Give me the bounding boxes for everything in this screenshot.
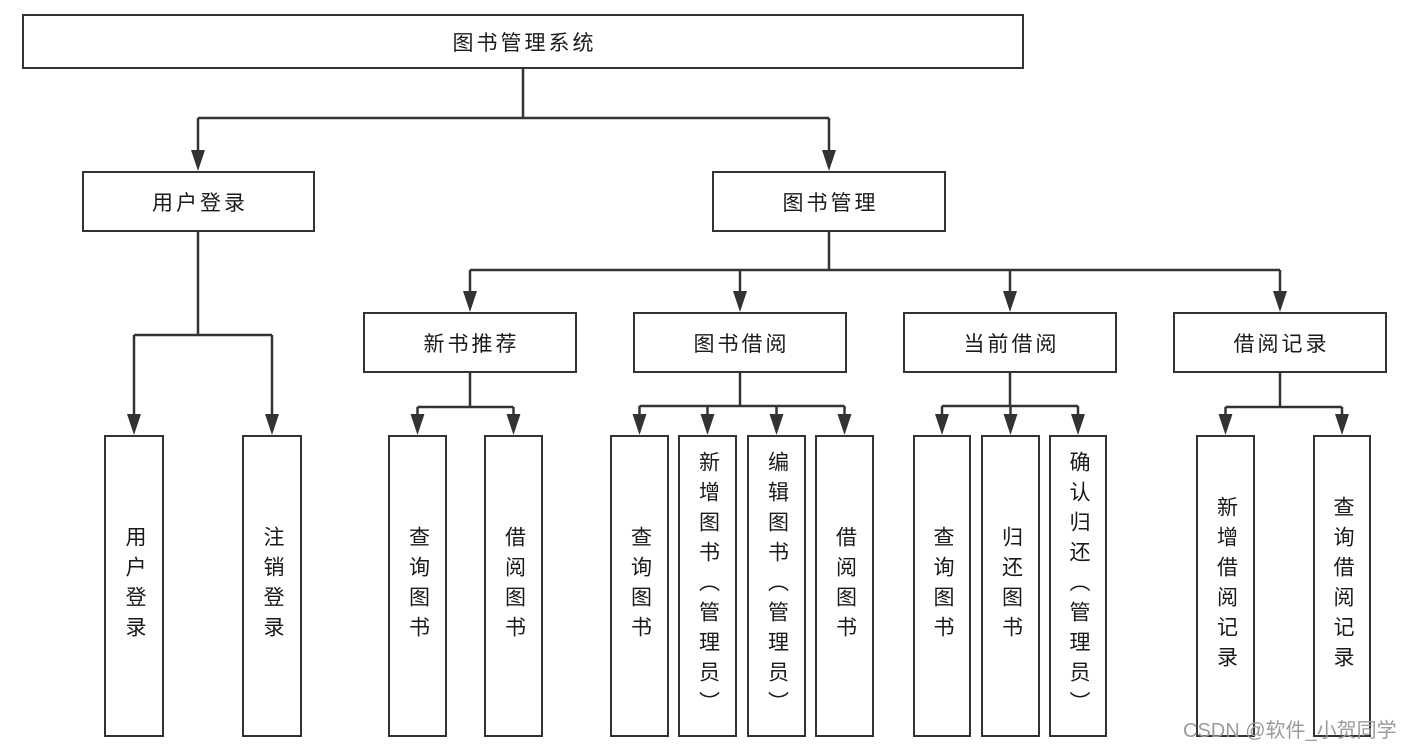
node-logout: 注销登录 <box>242 435 302 737</box>
node-query-borrow-record: 查询借阅记录 <box>1313 435 1371 737</box>
csdn-watermark: CSDN @软件_小贺同学 <box>1183 720 1397 742</box>
node-user-login-action: 用户登录 <box>104 435 164 737</box>
node-add-borrow-record: 新增借阅记录 <box>1196 435 1255 737</box>
node-label: 查询图书 <box>628 526 652 646</box>
node-label: 注销登录 <box>261 526 284 646</box>
node-borrow-records: 借阅记录 <box>1173 312 1387 373</box>
node-edit-book-admin: 编辑图书（管理员） <box>747 435 806 737</box>
node-book-management: 图书管理 <box>712 171 946 232</box>
node-label: 查询图书 <box>406 526 430 646</box>
node-label: 编辑图书（管理员） <box>765 451 789 721</box>
node-book-management-system: 图书管理系统 <box>22 14 1024 69</box>
node-label: 确认归还（管理员） <box>1067 451 1090 721</box>
node-new-book-recommend: 新书推荐 <box>363 312 577 373</box>
node-current-borrow: 当前借阅 <box>903 312 1117 373</box>
node-return-book: 归还图书 <box>981 435 1040 737</box>
node-label: 借阅图书 <box>833 526 857 646</box>
node-label: 查询图书 <box>931 526 954 646</box>
node-user-login: 用户登录 <box>82 171 315 232</box>
arrowheads <box>127 150 1349 435</box>
node-label: 归还图书 <box>999 526 1023 646</box>
node-query-books-borrow: 查询图书 <box>610 435 669 737</box>
node-add-book-admin: 新增图书（管理员） <box>678 435 737 737</box>
node-borrow-books: 借阅图书 <box>815 435 874 737</box>
node-label: 用户登录 <box>123 526 146 646</box>
node-borrow-books-recommend: 借阅图书 <box>484 435 543 737</box>
node-book-borrow: 图书借阅 <box>633 312 847 373</box>
node-label: 查询借阅记录 <box>1331 496 1354 676</box>
node-confirm-return-admin: 确认归还（管理员） <box>1049 435 1107 737</box>
node-label: 新增借阅记录 <box>1214 496 1238 676</box>
node-query-books-current: 查询图书 <box>913 435 971 737</box>
node-query-books-recommend: 查询图书 <box>388 435 447 737</box>
node-label: 借阅图书 <box>502 526 526 646</box>
node-label: 新增图书（管理员） <box>696 451 720 721</box>
